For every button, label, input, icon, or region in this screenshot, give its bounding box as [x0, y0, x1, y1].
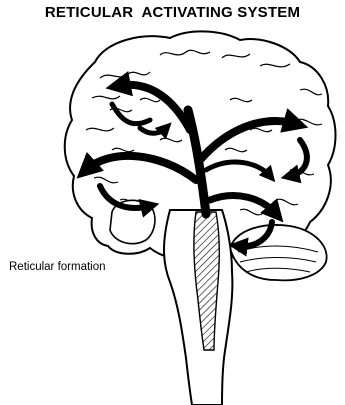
- reticular-formation-label: Reticular formation: [9, 261, 106, 273]
- cerebellum: [230, 225, 327, 280]
